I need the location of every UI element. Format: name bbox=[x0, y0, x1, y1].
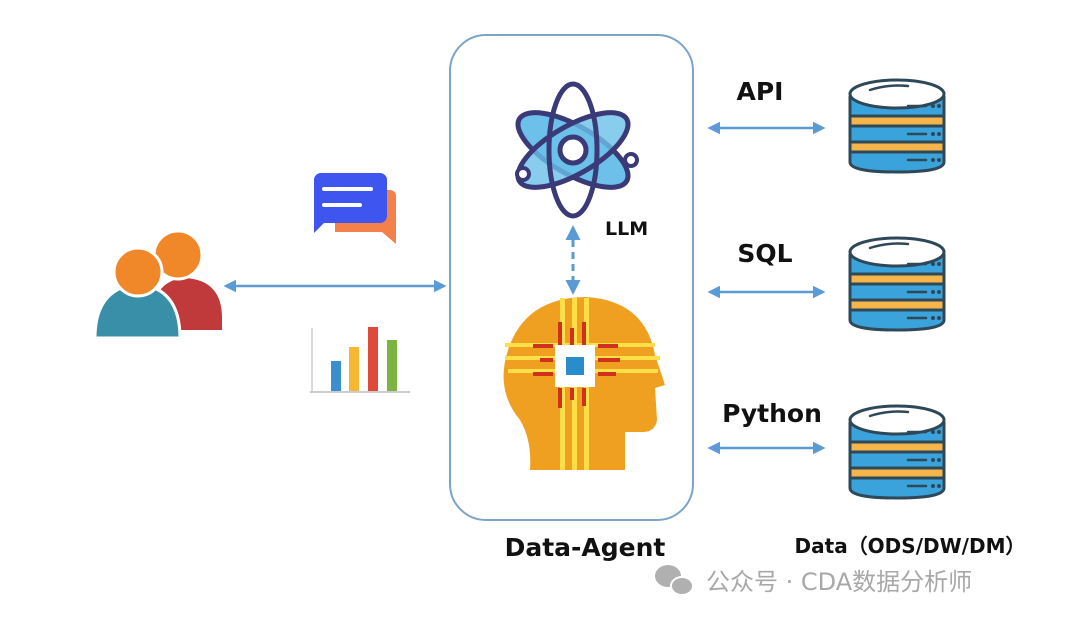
data-agent-label: Data-Agent bbox=[505, 533, 666, 562]
connection-api: API bbox=[707, 77, 946, 174]
database-icon bbox=[848, 78, 946, 174]
sql-label: SQL bbox=[737, 239, 792, 268]
connection-python: Python bbox=[707, 399, 946, 500]
wechat-icon bbox=[655, 565, 694, 596]
data-store-label: Data（ODS/DW/DM） bbox=[795, 534, 1026, 558]
llm-atom-icon bbox=[515, 81, 639, 219]
connection-sql: SQL bbox=[707, 236, 946, 332]
database-icon bbox=[848, 236, 946, 332]
users-icon bbox=[93, 229, 222, 340]
bar-chart-icon bbox=[310, 327, 410, 393]
api-label: API bbox=[737, 77, 784, 106]
database-icon bbox=[848, 404, 946, 500]
python-label: Python bbox=[722, 399, 822, 428]
watermark-text: 公众号 · CDA数据分析师 bbox=[706, 568, 972, 596]
llm-label: LLM bbox=[605, 218, 648, 240]
ai-head-icon bbox=[503, 297, 665, 470]
chat-icon bbox=[314, 173, 396, 244]
